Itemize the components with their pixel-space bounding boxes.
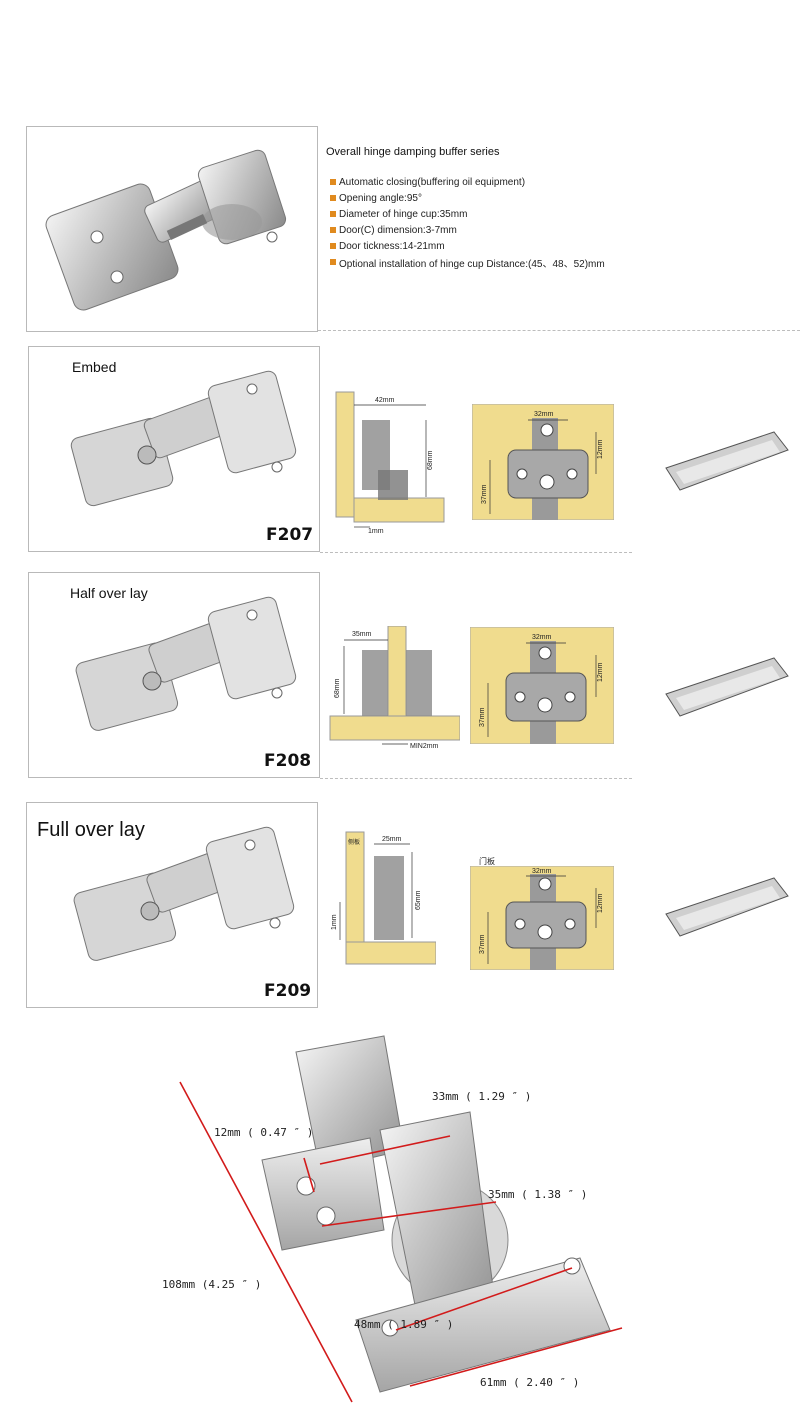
cup-diagram-f209: 32mm 12mm 37mm bbox=[470, 866, 614, 970]
cover-plate-image bbox=[665, 431, 789, 491]
model-code: F209 bbox=[264, 981, 312, 1001]
dim-gap: MIN2mm bbox=[410, 743, 439, 750]
measure-35mm: 35mm ( 1.38 ″ ) bbox=[488, 1188, 587, 1201]
dim-tag: 侧板 bbox=[348, 838, 360, 846]
cup-diagram-f208: 32mm 12mm 37mm bbox=[470, 627, 614, 744]
spec-item: Diameter of hinge cup:35mm bbox=[330, 206, 605, 222]
cover-plate-image bbox=[665, 877, 789, 937]
dim-line-108 bbox=[179, 1081, 353, 1403]
cup-tag: 门板 bbox=[479, 857, 495, 866]
overview-panel bbox=[26, 126, 318, 332]
bullet-icon bbox=[330, 211, 336, 217]
overview-title: Overall hinge damping buffer series bbox=[326, 146, 500, 158]
measure-61mm: 61mm ( 2.40 ″ ) bbox=[480, 1376, 579, 1389]
measurement-illustration: 33mm ( 1.29 ″ ) 12mm ( 0.47 ″ ) 35mm ( 1… bbox=[162, 1035, 623, 1403]
side-diagram-f209: 侧板 25mm 65mm 1mm bbox=[331, 831, 436, 965]
spec-list: Automatic closing(buffering oil equipmen… bbox=[330, 174, 605, 270]
variant-label: Full over lay bbox=[37, 819, 145, 841]
bullet-icon bbox=[330, 259, 336, 265]
cup-top: 32mm bbox=[532, 634, 552, 641]
dim-line-35 bbox=[321, 1201, 497, 1227]
dim-line-48 bbox=[395, 1267, 573, 1331]
cover-plate-image bbox=[665, 657, 789, 717]
model-code: F207 bbox=[266, 525, 314, 545]
cup-left: 37mm bbox=[481, 484, 488, 504]
measure-48mm: 48mm ( 1.89 ″ ) bbox=[354, 1318, 453, 1331]
dim-line-12 bbox=[303, 1157, 315, 1193]
divider bbox=[318, 330, 800, 331]
hinge-overview-image bbox=[45, 149, 287, 311]
cup-left: 37mm bbox=[479, 707, 486, 727]
spec-item: Opening angle:95° bbox=[330, 190, 605, 206]
hinge-image bbox=[73, 826, 295, 961]
dim-line-61 bbox=[409, 1327, 623, 1387]
dim-height: 65mm bbox=[415, 890, 422, 910]
cup-right: 12mm bbox=[597, 662, 604, 682]
dim-height: 68mm bbox=[427, 450, 434, 470]
measure-108mm: 108mm (4.25 ″ ) bbox=[162, 1278, 261, 1291]
measure-33mm: 33mm ( 1.29 ″ ) bbox=[432, 1090, 531, 1103]
spec-item: Door tickness:14-21mm bbox=[330, 238, 605, 254]
bullet-icon bbox=[330, 243, 336, 249]
spec-item: Automatic closing(buffering oil equipmen… bbox=[330, 174, 605, 190]
divider bbox=[320, 552, 632, 553]
divider bbox=[320, 778, 632, 779]
measure-12mm: 12mm ( 0.47 ″ ) bbox=[214, 1126, 313, 1139]
cup-top: 32mm bbox=[532, 868, 552, 875]
cup-left: 37mm bbox=[479, 934, 486, 954]
variant-label: Half over lay bbox=[70, 585, 148, 601]
variant-panel-f207: Embed F207 bbox=[28, 346, 320, 552]
dim-width: 35mm bbox=[352, 631, 372, 638]
dim-width: 25mm bbox=[382, 836, 402, 843]
bullet-icon bbox=[330, 179, 336, 185]
cup-diagram-f207: 32mm 12mm 37mm bbox=[472, 404, 614, 520]
bullet-icon bbox=[330, 195, 336, 201]
cup-right: 12mm bbox=[597, 893, 604, 913]
dim-gap: 1mm bbox=[368, 528, 384, 535]
spec-item: Door(C) dimension:3-7mm bbox=[330, 222, 605, 238]
dim-width: 42mm bbox=[375, 397, 395, 404]
cup-top: 32mm bbox=[534, 411, 554, 418]
model-code: F208 bbox=[264, 751, 312, 771]
dim-line-33 bbox=[319, 1135, 451, 1165]
side-diagram-f207: 42mm 68mm 1mm bbox=[335, 391, 445, 535]
variant-panel-f209: Full over lay F209 bbox=[26, 802, 318, 1008]
variant-panel-f208: Half over lay F208 bbox=[28, 572, 320, 778]
cup-right: 12mm bbox=[597, 439, 604, 459]
dim-height: 68mm bbox=[334, 678, 341, 698]
side-diagram-f208: 35mm 68mm MIN2mm bbox=[329, 626, 460, 750]
spec-item: Optional installation of hinge cup Dista… bbox=[330, 254, 605, 270]
hinge-image bbox=[70, 370, 297, 507]
dim-gap: 1mm bbox=[331, 914, 338, 930]
bullet-icon bbox=[330, 227, 336, 233]
hinge-image bbox=[75, 596, 297, 731]
variant-label: Embed bbox=[72, 359, 117, 375]
